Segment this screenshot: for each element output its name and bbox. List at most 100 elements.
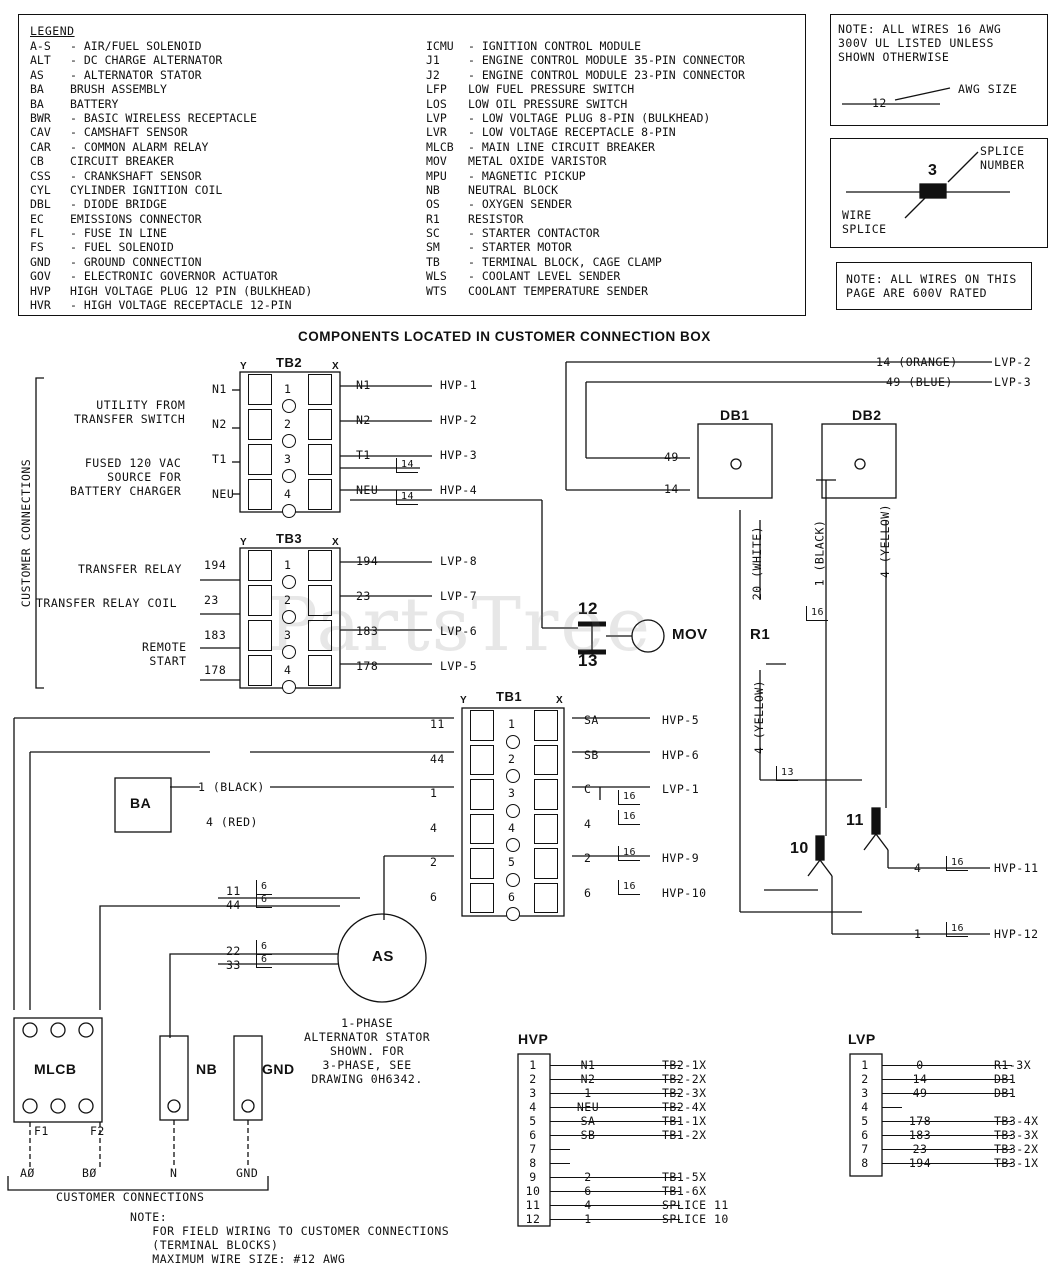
ba-red-wire: 4 (RED) bbox=[206, 815, 258, 829]
tb2-left-label: N2 bbox=[212, 416, 227, 431]
legend-entry: CAR- COMMON ALARM RELAY bbox=[30, 140, 312, 154]
tb1-left-label: 44 bbox=[430, 751, 445, 766]
wire-gauge-tag: 16 bbox=[946, 922, 969, 937]
tb3-right-label: 194 bbox=[356, 553, 379, 568]
tb1-left-label: 2 bbox=[430, 855, 438, 870]
rated-note: NOTE: ALL WIRES ON THIS PAGE ARE 600V RA… bbox=[846, 272, 1017, 300]
db1-label: DB1 bbox=[720, 407, 750, 423]
lvp-destination: DB1 bbox=[994, 1072, 1017, 1086]
legend-entry: CSS- CRANKSHAFT SENSOR bbox=[30, 169, 312, 183]
tb1-left-label: 6 bbox=[430, 889, 438, 904]
legend-description: HIGH VOLTAGE PLUG 12 PIN (BULKHEAD) bbox=[70, 283, 313, 298]
tb2-terminal bbox=[248, 444, 272, 475]
lvp-lead-line bbox=[882, 1065, 1012, 1066]
legend-entry: A-S- AIR/FUEL SOLENOID bbox=[30, 39, 312, 53]
lvp-destination: TB3-1X bbox=[994, 1156, 1039, 1170]
wire-splice-label: WIRE SPLICE bbox=[842, 208, 887, 236]
hvp-pin: 10 bbox=[525, 1184, 541, 1198]
tb3-terminal bbox=[308, 620, 332, 651]
tb1-clamp-icon bbox=[506, 734, 520, 749]
tb3-x-label: X bbox=[332, 537, 340, 548]
legend-description: - STARTER CONTACTOR bbox=[468, 226, 600, 241]
tb2-terminal bbox=[248, 409, 272, 440]
hvp-unused-lead bbox=[550, 1163, 570, 1164]
legend-description: LOW OIL PRESSURE SWITCH bbox=[468, 96, 628, 111]
hvp-destination: TB1-5X bbox=[662, 1170, 707, 1184]
lvp-destination: TB3-4X bbox=[994, 1114, 1039, 1128]
legend-description: - ENGINE CONTROL MODULE 35-PIN CONNECTOR bbox=[468, 53, 745, 68]
tb1-clamp-icon bbox=[506, 872, 520, 887]
tb1-clamp-icon bbox=[506, 769, 520, 783]
mlcb-a-phase: AØ bbox=[20, 1166, 35, 1180]
legend-description: - DIODE BRIDGE bbox=[70, 197, 167, 212]
tb3-terminal-number: 2 bbox=[284, 592, 292, 607]
wire-gauge-tag: 16 bbox=[618, 790, 641, 805]
tb1-terminal bbox=[534, 813, 558, 844]
hvp-lead-line bbox=[550, 1065, 680, 1066]
top-wire-orange-dest: LVP-2 bbox=[994, 355, 1032, 369]
lvp-destination: TB3-2X bbox=[994, 1142, 1039, 1156]
tb1-terminal bbox=[534, 710, 558, 741]
tb3-right-label: 23 bbox=[356, 588, 371, 603]
tb1-terminal-number: 1 bbox=[508, 717, 516, 732]
legend-abbrev: HVR bbox=[30, 298, 51, 313]
legend-description: LOW FUEL PRESSURE SWITCH bbox=[468, 82, 635, 97]
tb3-destination: LVP-8 bbox=[440, 553, 478, 568]
legend-entry: WLS- COOLANT LEVEL SENDER bbox=[426, 269, 745, 283]
tb3-terminal-number: 4 bbox=[284, 662, 292, 677]
legend-entry: TB- TERMINAL BLOCK, CAGE CLAMP bbox=[426, 255, 745, 269]
wire-yellow-4-bottom: 4 (YELLOW) bbox=[752, 679, 767, 755]
field-wiring-note: NOTE: FOR FIELD WIRING TO CUSTOMER CONNE… bbox=[130, 1210, 450, 1266]
db1-wire-49: 49 bbox=[664, 450, 679, 464]
legend-description: - OXYGEN SENDER bbox=[468, 197, 572, 212]
tb2-clamp-icon bbox=[282, 504, 296, 518]
hvp-destination: TB2-1X bbox=[662, 1058, 707, 1072]
legend-description: BRUSH ASSEMBLY bbox=[70, 82, 167, 97]
legend-description: NEUTRAL BLOCK bbox=[468, 182, 559, 197]
lvp-pin: 5 bbox=[861, 1114, 869, 1128]
tb2-right-label: T1 bbox=[356, 447, 371, 462]
legend-abbrev: MLCB bbox=[426, 139, 454, 154]
tb1-left-label: 11 bbox=[430, 717, 445, 732]
diagram-title: COMPONENTS LOCATED IN CUSTOMER CONNECTIO… bbox=[298, 329, 711, 344]
gnd-label: GND bbox=[262, 1061, 295, 1077]
hvp-lead-line bbox=[550, 1191, 680, 1192]
legend-description: EMISSIONS CONNECTOR bbox=[70, 211, 202, 226]
legend-description: - COOLANT LEVEL SENDER bbox=[468, 269, 621, 284]
legend-entry: GND- GROUND CONNECTION bbox=[30, 255, 312, 269]
legend-description: - MAGNETIC PICKUP bbox=[468, 168, 586, 183]
tb3-terminal bbox=[248, 585, 272, 616]
tb2-right-label: N2 bbox=[356, 412, 371, 427]
wire-gauge-tag: 6 bbox=[256, 940, 272, 955]
lvp-destination: DB1 bbox=[994, 1086, 1017, 1100]
tb1-terminal bbox=[534, 744, 558, 775]
tb2-right-label: NEU bbox=[356, 482, 379, 497]
awg-note-box bbox=[830, 14, 1048, 126]
tb1-right-label: SA bbox=[584, 713, 599, 728]
legend-abbrev: EC bbox=[30, 211, 44, 226]
awg-note: NOTE: ALL WIRES 16 AWG 300V UL LISTED UN… bbox=[838, 22, 1002, 64]
hvp-destination: TB1-2X bbox=[662, 1128, 707, 1142]
splice-example: 3 bbox=[928, 162, 938, 179]
tb1-terminal bbox=[470, 779, 494, 810]
legend-abbrev: SM bbox=[426, 240, 440, 255]
wire-yellow-4-top: 4 (YELLOW) bbox=[878, 503, 893, 579]
legend-entry: J2- ENGINE CONTROL MODULE 23-PIN CONNECT… bbox=[426, 68, 745, 82]
tb1-terminal-number: 6 bbox=[508, 889, 516, 904]
legend-entry: CAV- CAMSHAFT SENSOR bbox=[30, 125, 312, 139]
hvp-title: HVP bbox=[518, 1031, 549, 1047]
top-wire-blue-dest: LVP-3 bbox=[994, 375, 1032, 389]
legend-description: - TERMINAL BLOCK, CAGE CLAMP bbox=[468, 254, 662, 269]
legend-abbrev: CAV bbox=[30, 125, 51, 140]
hvp-lead-line bbox=[550, 1079, 680, 1080]
hvp-destination: TB1-1X bbox=[662, 1114, 707, 1128]
customer-connections-bottom: CUSTOMER CONNECTIONS bbox=[56, 1190, 205, 1204]
tb3-desc-transfer-relay: TRANSFER RELAY bbox=[78, 562, 182, 576]
as-wire-33: 33 bbox=[226, 958, 241, 972]
